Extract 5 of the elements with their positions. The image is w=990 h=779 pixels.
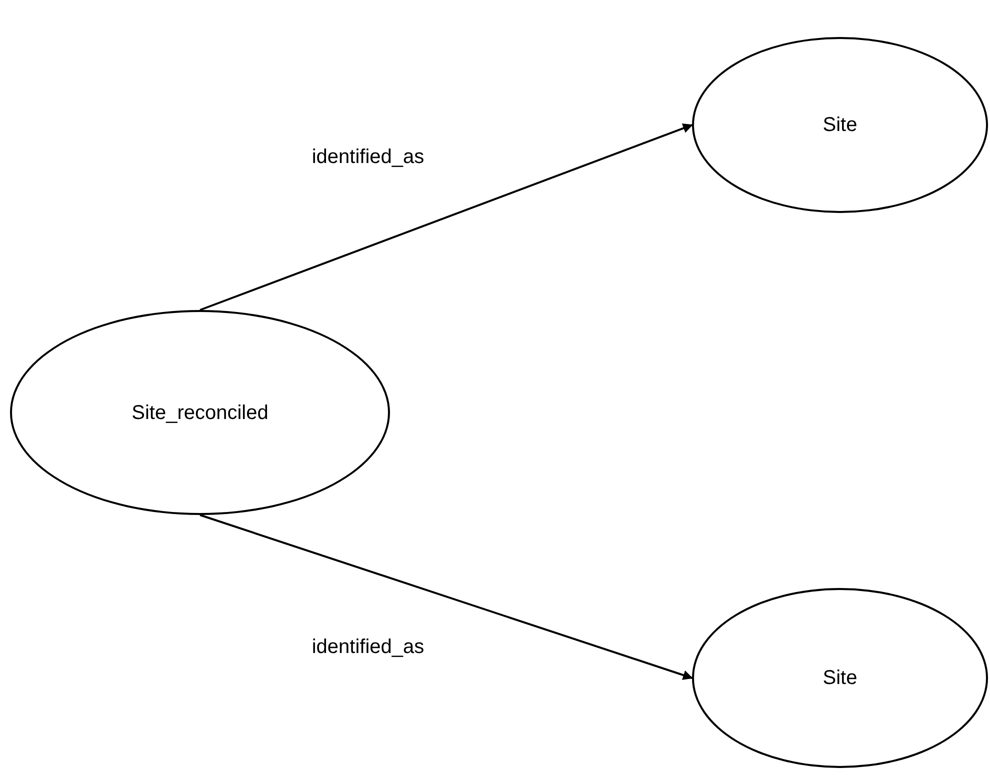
node-label: Site — [822, 113, 858, 138]
arrow — [200, 124, 693, 311]
node-label: Site_reconciled — [132, 400, 268, 426]
node-label: Site — [822, 666, 858, 691]
arrow — [200, 514, 693, 680]
